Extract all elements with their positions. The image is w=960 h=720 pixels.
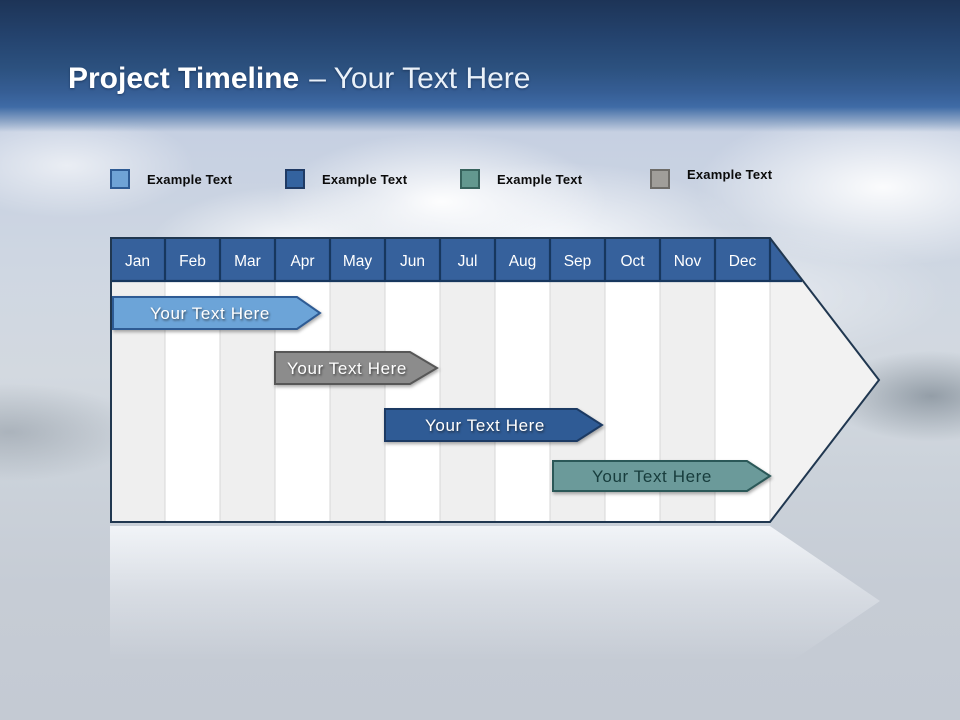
- bar-label: Your Text Here: [425, 416, 545, 435]
- legend-item: Example Text: [460, 169, 582, 189]
- timeline-reflection: [110, 526, 880, 676]
- bar-label: Your Text Here: [592, 467, 712, 486]
- bar-shape: [384, 408, 604, 442]
- legend-label: Example Text: [497, 171, 583, 187]
- timeline-bar-jan-apr: Your Text Here: [112, 296, 322, 330]
- timeline-bar-apr-jun: Your Text Here: [274, 351, 439, 385]
- timeline-bar-sep-dec: Your Text Here: [552, 460, 772, 492]
- legend-item: Example Text: [110, 169, 232, 189]
- bar-shape: [552, 460, 772, 492]
- title-subtitle: – Your Text Here: [309, 62, 531, 95]
- legend-label: Example Text: [322, 171, 408, 187]
- month-label: Sep: [564, 253, 592, 270]
- bar-shape: [112, 296, 322, 330]
- legend-item: Example Text: [285, 169, 407, 189]
- page-title: Project Timeline – Your Text Here: [68, 62, 530, 95]
- legend-item: Example Text: [650, 166, 773, 189]
- month-label: May: [343, 253, 373, 270]
- month-label: Nov: [674, 253, 702, 270]
- bar-label: Your Text Here: [150, 304, 270, 323]
- legend-swatch-darkblue: [285, 169, 305, 189]
- bar-label: Your Text Here: [287, 359, 407, 378]
- title-main: Project Timeline: [68, 62, 300, 95]
- month-label: Apr: [290, 253, 314, 270]
- timeline-chart: Jan Feb Mar Apr May Jun Jul Aug Sep Oct …: [110, 237, 881, 523]
- legend-label: Example Text: [687, 166, 773, 182]
- month-label: Mar: [234, 253, 261, 270]
- legend-label: Example Text: [147, 171, 233, 187]
- title-band: [0, 0, 960, 132]
- month-label: Aug: [509, 253, 537, 270]
- timeline-arrow-outline: [110, 237, 881, 523]
- legend-swatch-teal: [460, 169, 480, 189]
- legend-swatch-gray: [650, 169, 670, 189]
- timeline-bar-jun-sep: Your Text Here: [384, 408, 604, 442]
- bar-shape: [274, 351, 439, 385]
- month-label: Jul: [458, 253, 478, 270]
- month-label: Dec: [729, 253, 757, 270]
- month-header: Jan Feb Mar Apr May Jun Jul Aug Sep Oct …: [110, 238, 803, 283]
- month-label: Feb: [179, 253, 206, 270]
- month-label: Oct: [620, 253, 645, 270]
- month-label: Jan: [125, 253, 150, 270]
- legend-swatch-lightblue: [110, 169, 130, 189]
- month-label: Jun: [400, 253, 425, 270]
